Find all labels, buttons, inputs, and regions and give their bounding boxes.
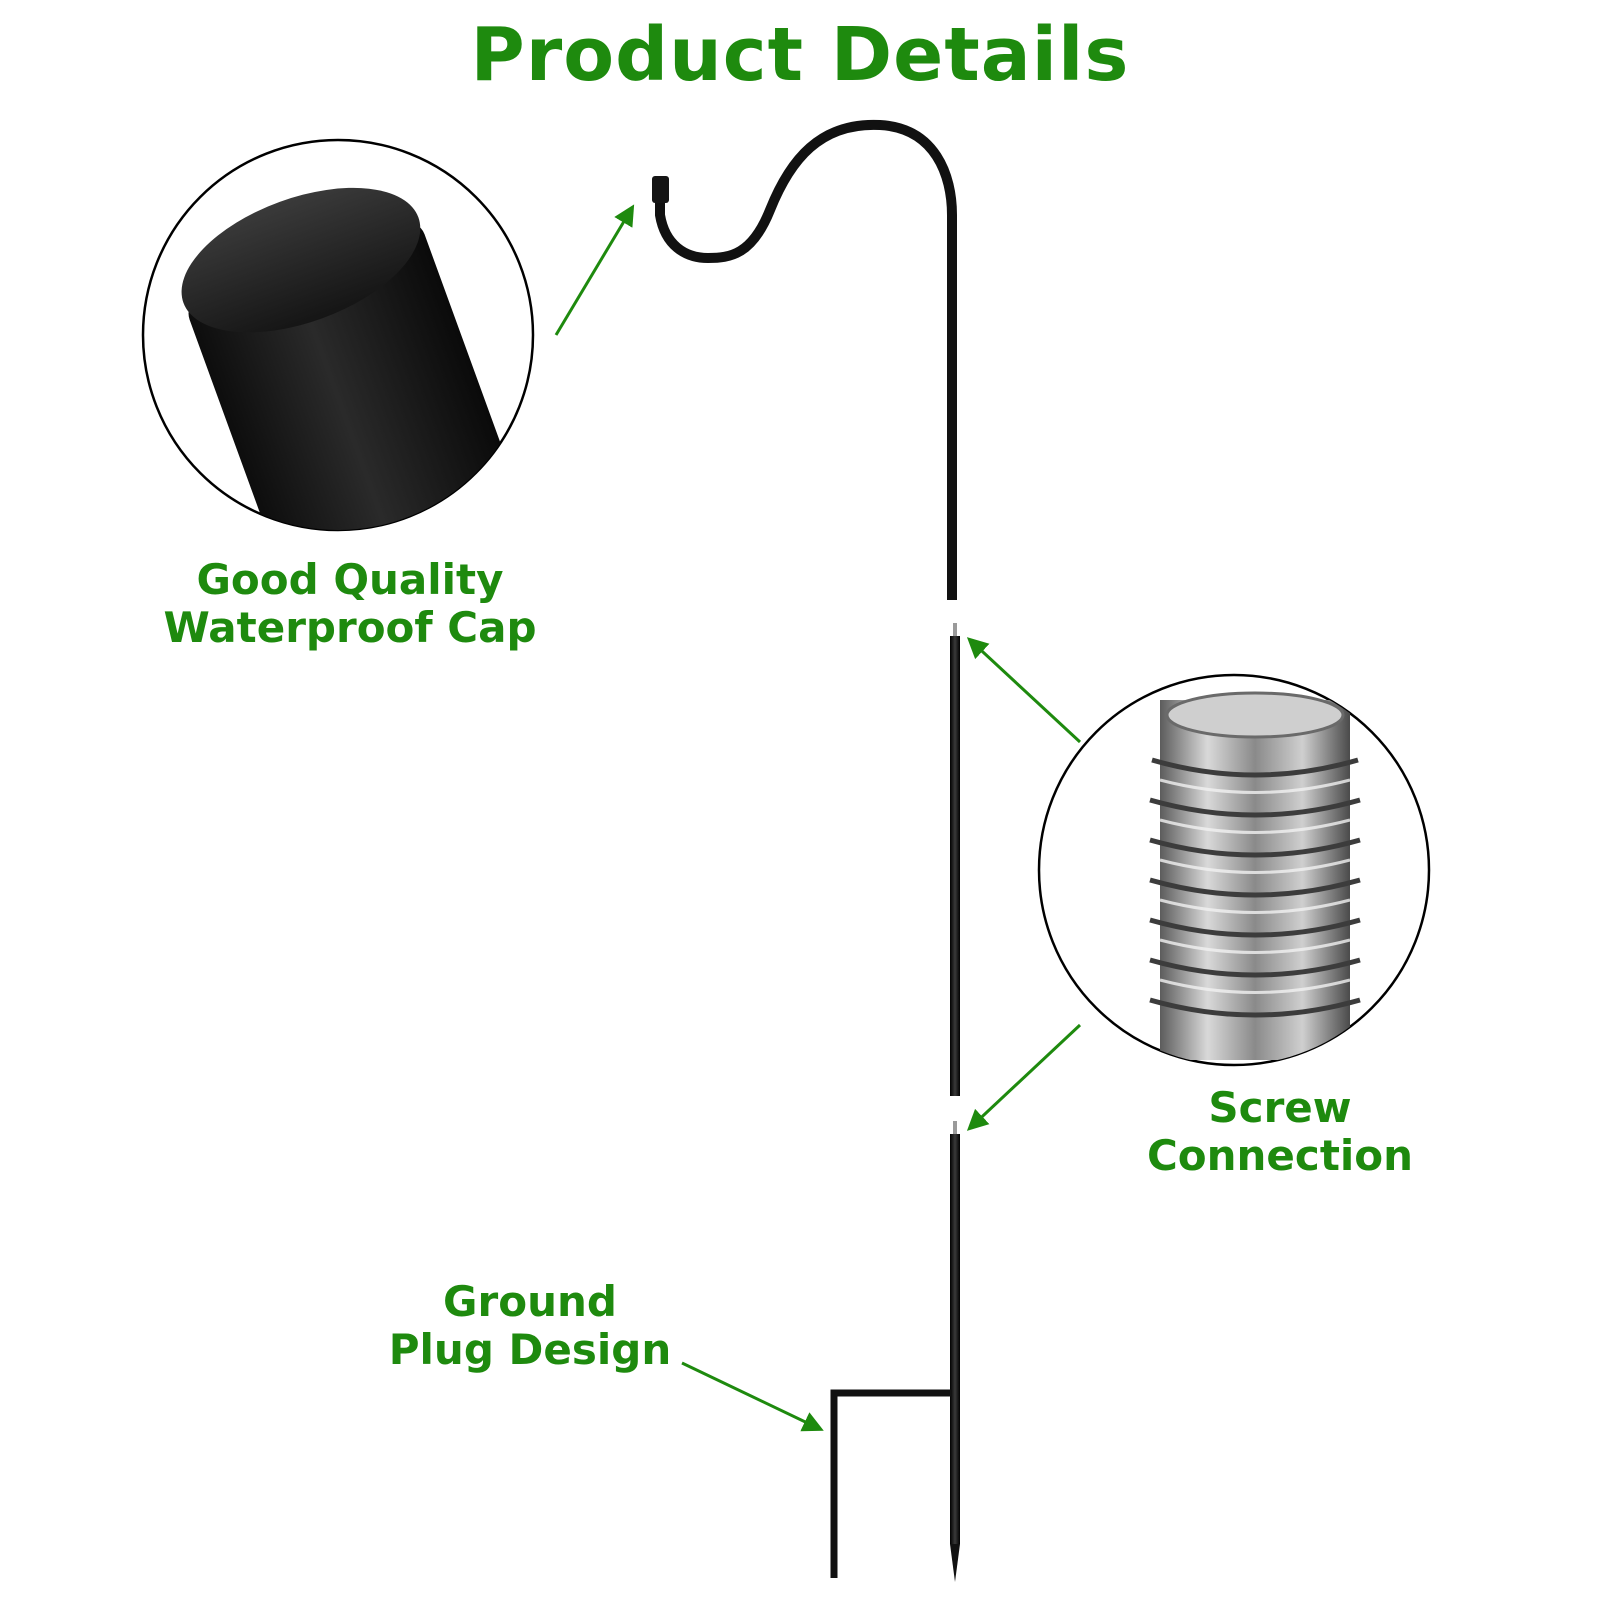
cap-label-line1: Good Quality (196, 555, 504, 604)
ground-label-line2: Plug Design (388, 1325, 672, 1374)
shepherd-hook-middle-section (950, 623, 960, 1096)
page-title: Product Details (470, 12, 1130, 98)
cap-arrow (554, 204, 635, 336)
cap-callout-label: Good Quality Waterproof Cap (120, 556, 580, 652)
shepherd-hook-top-section (652, 119, 957, 600)
screw-arrow-upper (966, 637, 1082, 744)
screw-closeup-circle (1037, 673, 1431, 1067)
screw-label-line1: Screw (1208, 1083, 1352, 1132)
screw-label-line2: Connection (1146, 1131, 1414, 1180)
cap-label-line2: Waterproof Cap (163, 603, 537, 652)
screw-thread-image (1149, 691, 1361, 1060)
screw-arrow-lower (966, 1023, 1082, 1131)
callout-arrows (554, 204, 1082, 1432)
ground-callout-label: Ground Plug Design (330, 1278, 730, 1374)
screw-callout-label: Screw Connection (1080, 1084, 1480, 1180)
ground-plug-bracket (830, 1389, 952, 1578)
ground-label-line1: Ground (443, 1277, 617, 1326)
ground-arrow (681, 1361, 824, 1432)
shepherd-hook-bottom-section (830, 1121, 960, 1582)
hook-end-cap (652, 176, 669, 203)
